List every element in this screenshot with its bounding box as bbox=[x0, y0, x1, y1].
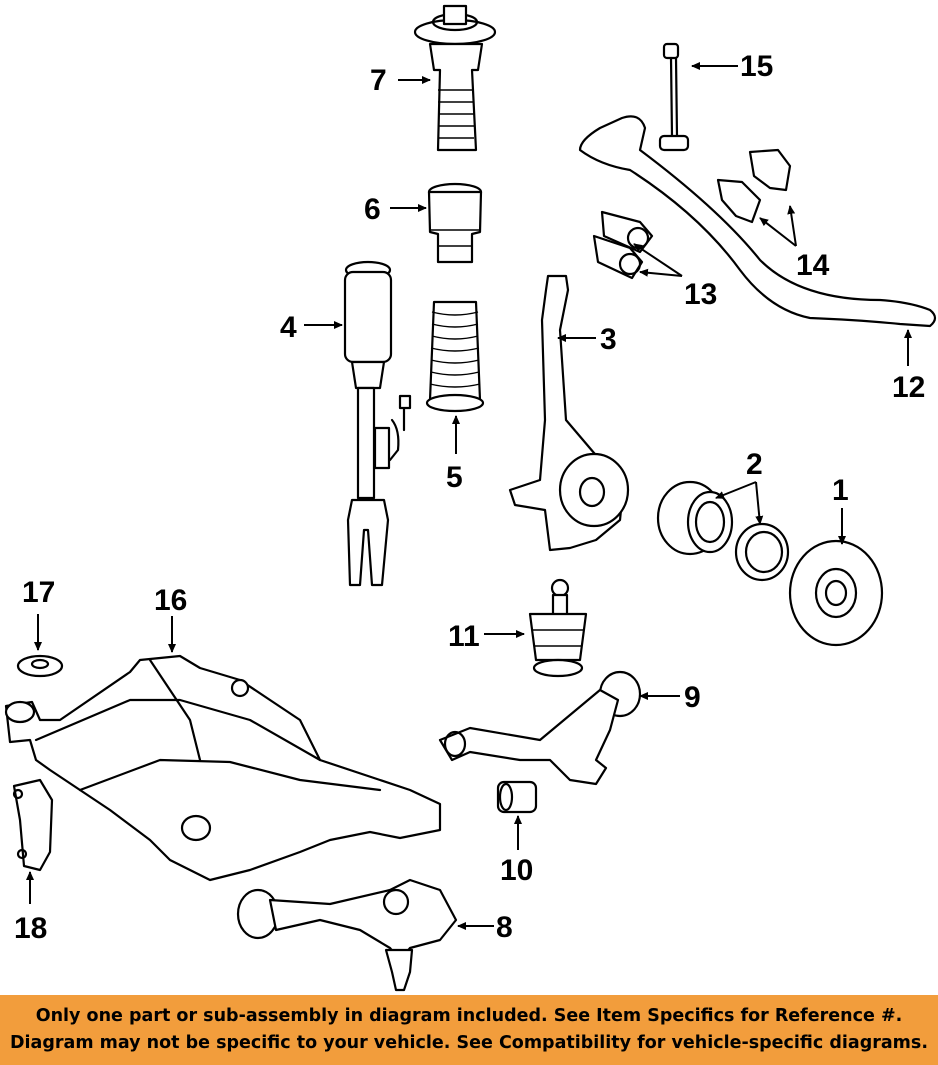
part-2-wheel-bearing bbox=[656, 480, 790, 582]
callout-1: 1 bbox=[832, 474, 849, 507]
part-17-washer bbox=[16, 654, 64, 678]
part-14-brackets bbox=[716, 148, 792, 224]
part-6-bump-stop bbox=[427, 182, 483, 264]
callout-5: 5 bbox=[446, 461, 463, 494]
callout-3: 3 bbox=[600, 323, 617, 356]
callout-9: 9 bbox=[684, 681, 701, 714]
disclaimer-banner: Only one part or sub-assembly in diagram… bbox=[0, 995, 938, 1065]
callout-15: 15 bbox=[740, 50, 773, 83]
part-11-ball-joint bbox=[528, 578, 588, 678]
part-3-knuckle bbox=[508, 274, 630, 552]
part-4-air-strut bbox=[343, 260, 412, 587]
callout-10: 10 bbox=[500, 854, 533, 887]
callout-13: 13 bbox=[684, 278, 717, 311]
callout-18: 18 bbox=[14, 912, 47, 945]
part-9-lower-control-arm bbox=[438, 670, 642, 786]
callout-7: 7 bbox=[370, 64, 387, 97]
part-1-wheel-hub bbox=[788, 539, 884, 647]
suspension-diagram: 7 6 4 5 3 15 14 13 12 2 1 11 9 10 8 16 1… bbox=[4, 4, 937, 992]
part-8-upper-control-arm bbox=[236, 878, 458, 992]
disclaimer-line-2: Diagram may not be specific to your vehi… bbox=[10, 1033, 928, 1053]
part-7-strut-mount bbox=[413, 4, 497, 152]
callout-4: 4 bbox=[280, 311, 297, 344]
part-15-stabilizer-link bbox=[658, 42, 690, 152]
callout-6: 6 bbox=[364, 193, 381, 226]
callout-arrows bbox=[26, 62, 912, 930]
part-18-bracket bbox=[12, 778, 54, 872]
disclaimer-line-1: Only one part or sub-assembly in diagram… bbox=[35, 1006, 903, 1026]
callout-11: 11 bbox=[448, 620, 480, 653]
part-16-subframe bbox=[4, 654, 442, 882]
part-12-stabilizer-bar bbox=[578, 115, 937, 328]
callout-8: 8 bbox=[496, 911, 513, 944]
callout-14: 14 bbox=[796, 249, 830, 282]
callout-17: 17 bbox=[22, 576, 55, 609]
callout-2: 2 bbox=[746, 448, 763, 481]
part-13-bushings bbox=[592, 210, 654, 280]
callout-12: 12 bbox=[892, 371, 925, 404]
part-10-bushing bbox=[496, 780, 538, 814]
part-5-dust-boot bbox=[425, 300, 485, 413]
callout-16: 16 bbox=[154, 584, 187, 617]
